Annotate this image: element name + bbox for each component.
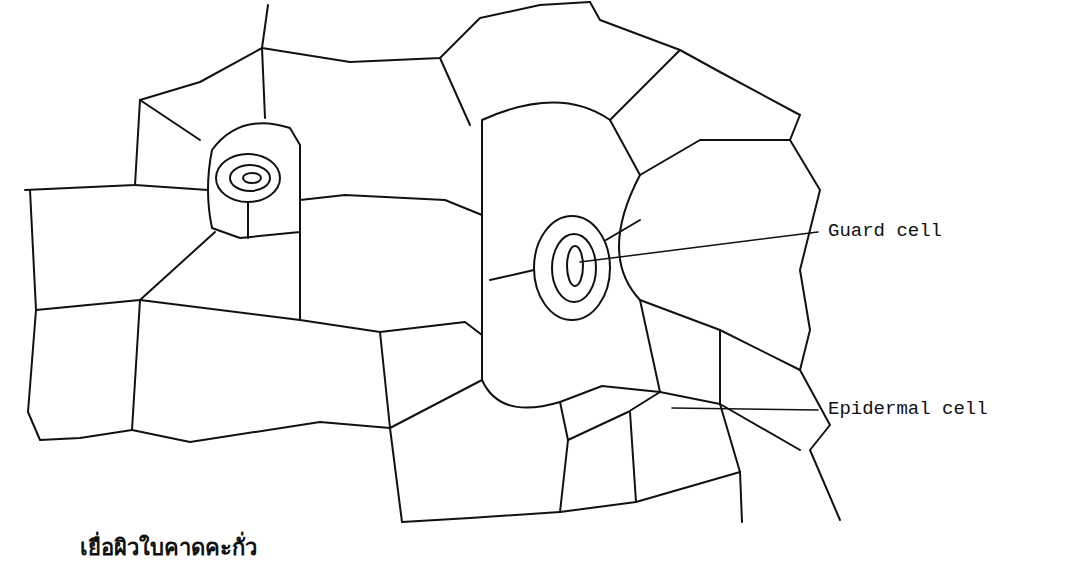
cell-wall — [610, 50, 680, 120]
guard-cell-pair — [552, 234, 596, 302]
cell-wall — [560, 392, 660, 440]
cell-wall — [28, 412, 132, 440]
cell-wall — [208, 123, 300, 238]
cell-wall — [640, 140, 790, 175]
cell-wall — [262, 48, 265, 118]
cell-wall — [440, 58, 470, 125]
cell-wall — [390, 380, 482, 428]
cell-wall — [132, 300, 390, 442]
cell-wall — [606, 220, 640, 240]
cell-wall — [25, 5, 268, 190]
leader-line — [580, 232, 818, 262]
figure-caption: เยื่อผิวใบคาดคะกั่ว — [80, 530, 257, 565]
cell-wall — [720, 404, 740, 472]
cell-wall — [247, 202, 249, 238]
cell-wall — [300, 232, 482, 335]
cell-wall — [262, 2, 590, 62]
cell-wall — [490, 270, 534, 280]
cell-wall — [560, 412, 636, 512]
stoma-ring — [216, 154, 280, 202]
cell-wall — [300, 195, 482, 215]
cell-wall — [140, 100, 200, 140]
stoma-ring — [534, 216, 610, 320]
stoma-pore — [567, 246, 583, 286]
cell-wall — [636, 472, 742, 522]
cell-wall — [36, 232, 215, 310]
cell-wall — [135, 185, 208, 190]
cell-wall — [590, 2, 840, 520]
cell-wall — [660, 330, 720, 404]
guard-cell-pair — [230, 165, 270, 191]
cell-wall — [390, 428, 560, 522]
part-label: Epidermal cell — [828, 398, 988, 420]
cell-wall — [28, 190, 36, 412]
cell-wall — [140, 300, 300, 320]
part-label: Guard cell — [828, 220, 942, 242]
leader-line — [672, 408, 818, 410]
stoma-pore — [243, 173, 261, 183]
